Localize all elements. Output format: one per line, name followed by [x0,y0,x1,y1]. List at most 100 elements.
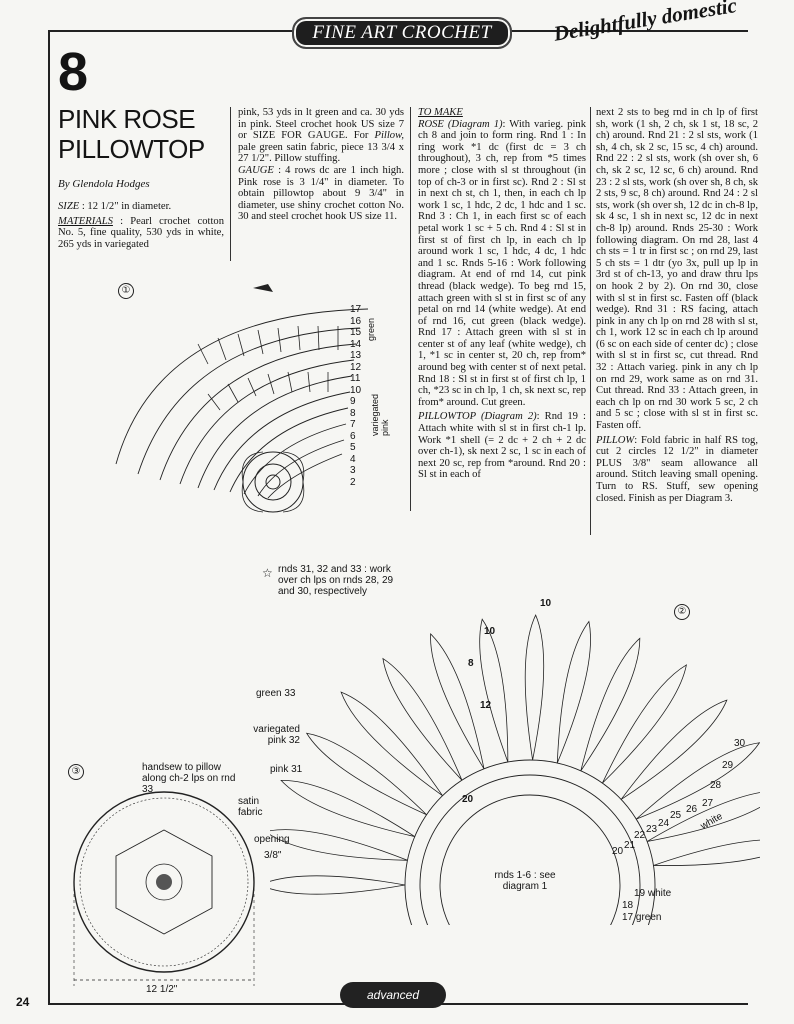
label-top-10a: 10 [540,598,552,609]
pillow-assembly: PILLOW: Fold fabric in half RS tog, cut … [596,435,758,505]
materials-continued-text: pink, 53 yds in lt green and ca. 30 yds … [238,107,404,142]
pillowtop-text: : Rnd 19 : Attach white with sl st in fi… [418,411,586,481]
pillow-materials-text: pale green satin fabric, piece 13 3/4 x … [238,141,404,165]
pattern-number: 8 [58,42,89,102]
label-round-24: 24 [658,818,670,829]
column-materials-gauge: pink, 53 yds in lt green and ca. 30 yds … [238,107,404,223]
pillowtop-petal [580,637,641,772]
rose-text: : With varieg. pink ch 8 and join to for… [418,118,586,408]
row-number: 11 [350,373,361,384]
label-round-22: 22 [634,830,646,841]
pillowtop-petal [479,618,509,763]
skill-level-badge: advanced [340,982,446,1008]
diagram2-pillowtop-chart [270,614,760,925]
diagram2-center-note: rnds 1-6 : see diagram 1 [494,870,556,892]
diagram1-row-numbers: 17 16 15 14 13 12 11 10 9 8 7 6 5 4 3 2 [350,304,380,488]
diagram3-pillow-drawing [73,791,255,986]
pillow-text: : Fold fabric in half RS tog, cut 2 circ… [596,434,758,504]
row-number: 13 [350,350,362,361]
pillowtop-petal [430,633,485,769]
pillowtop-petal [635,742,760,820]
gauge-text: : 4 rows dc are 1 inch high. Pink rose i… [238,164,404,223]
pillowtop-petal [602,664,687,784]
row-number: 15 [350,327,362,338]
row-number: 9 [350,396,356,407]
satin-label: satin fabric [238,796,263,818]
bracket-green-label: green [366,318,376,342]
gauge-label: GAUGE [238,164,274,176]
column-size-materials: SIZE : 12 1/2" in diameter. MATERIALS : … [58,201,224,250]
label-17-green: 17 green [622,912,662,923]
pillowtop-petal [382,657,463,781]
row-number: 2 [350,476,356,488]
label-round-23: 23 [646,824,658,835]
row-number: 14 [350,338,362,350]
label-round-25: 25 [670,810,682,821]
diagram2-note: rnds 31, 32 and 33 : work over ch lps on… [278,564,394,597]
size-paragraph: SIZE : 12 1/2" in diameter. [58,201,224,213]
rose-instructions: ROSE (Diagram 1): With varieg. pink ch 8… [418,119,586,409]
size-text: : 12 1/2" in diameter. [81,201,172,212]
row-number: 6 [350,430,356,442]
rose-label: ROSE (Diagram 1) [418,118,503,130]
label-top-12: 12 [480,700,492,711]
handsew-label: handsew to pillow along ch-2 lps on rnd … [142,762,236,795]
label-top-10b: 10 [484,626,496,637]
materials-continued: pink, 53 yds in lt green and ca. 30 yds … [238,107,404,165]
pillowtop-instructions: PILLOWTOP (Diagram 2): Rnd 19 : Attach w… [418,411,586,481]
label-top-20: 20 [462,794,474,805]
pillowtop-petal [620,699,728,800]
pillowtop-continued: next 2 sts to beg rnd in ch lp of first … [596,107,758,432]
row-number: 7 [350,419,356,430]
label-19-white: 19 white [634,888,672,899]
bracket-varieg-label: variegated pink [370,393,390,436]
pillow-label: PILLOW [596,434,635,446]
frame-left-rule [48,30,50,1005]
label-18: 18 [622,900,634,911]
row-number: 17 [350,304,362,315]
page-number: 24 [16,995,30,1009]
label-round-29: 29 [722,760,734,771]
pillowtop-petal [270,875,406,895]
row-number: 3 [350,465,356,476]
diagram3-marker: ③ [68,764,84,780]
pillowtop-petal [556,620,591,764]
row-number: 5 [350,442,356,453]
pillowtop-petal [653,839,760,866]
row-number: 12 [350,361,362,373]
label-pink-31: pink 31 [270,764,303,775]
materials-text: : Pearl crochet cotton No. 5, fine quali… [58,215,224,250]
label-round-28: 28 [710,780,722,791]
row-number: 4 [350,453,356,465]
label-round-27: 27 [702,798,714,809]
label-round-26: 26 [686,804,698,815]
width-label: 12 1/2" [146,984,178,995]
materials-paragraph: MATERIALS : Pearl crochet cotton No. 5, … [58,216,224,251]
label-round-21: 21 [624,840,636,851]
pattern-byline: By Glendola Hodges [58,178,150,190]
pillowtop-petal [646,792,760,842]
pillowtop-petal [524,614,545,761]
to-make-heading: TO MAKE [418,107,463,118]
label-round-30: 30 [734,738,746,749]
column-instructions-rose: TO MAKE ROSE (Diagram 1): With varieg. p… [418,107,586,481]
row-number: 10 [350,384,362,396]
materials-label: MATERIALS [58,215,113,227]
pillowtop-label: PILLOWTOP (Diagram 2) [418,411,537,423]
column-rule [590,107,591,535]
label-green-33: green 33 [256,688,296,699]
seam-label: 3/8" [264,850,282,861]
size-label: SIZE [58,201,80,212]
pillowtop-petal [305,732,427,816]
gauge-paragraph: GAUGE : 4 rows dc are 1 inch high. Pink … [238,165,404,223]
column-instructions-continued: next 2 sts to beg rnd in ch lp of first … [596,107,758,504]
label-round-20: 20 [612,846,624,857]
row-number: 8 [350,407,356,419]
row-number: 16 [350,315,362,327]
diagram2-note-star: ☆ [262,566,273,580]
pillow-materials-label: Pillow, [374,130,404,142]
opening-label: opening [254,834,290,845]
column-rule [410,107,411,511]
pattern-title: PINK ROSE PILLOWTOP [58,104,205,164]
label-varieg-32: variegated pink 32 [253,724,300,746]
